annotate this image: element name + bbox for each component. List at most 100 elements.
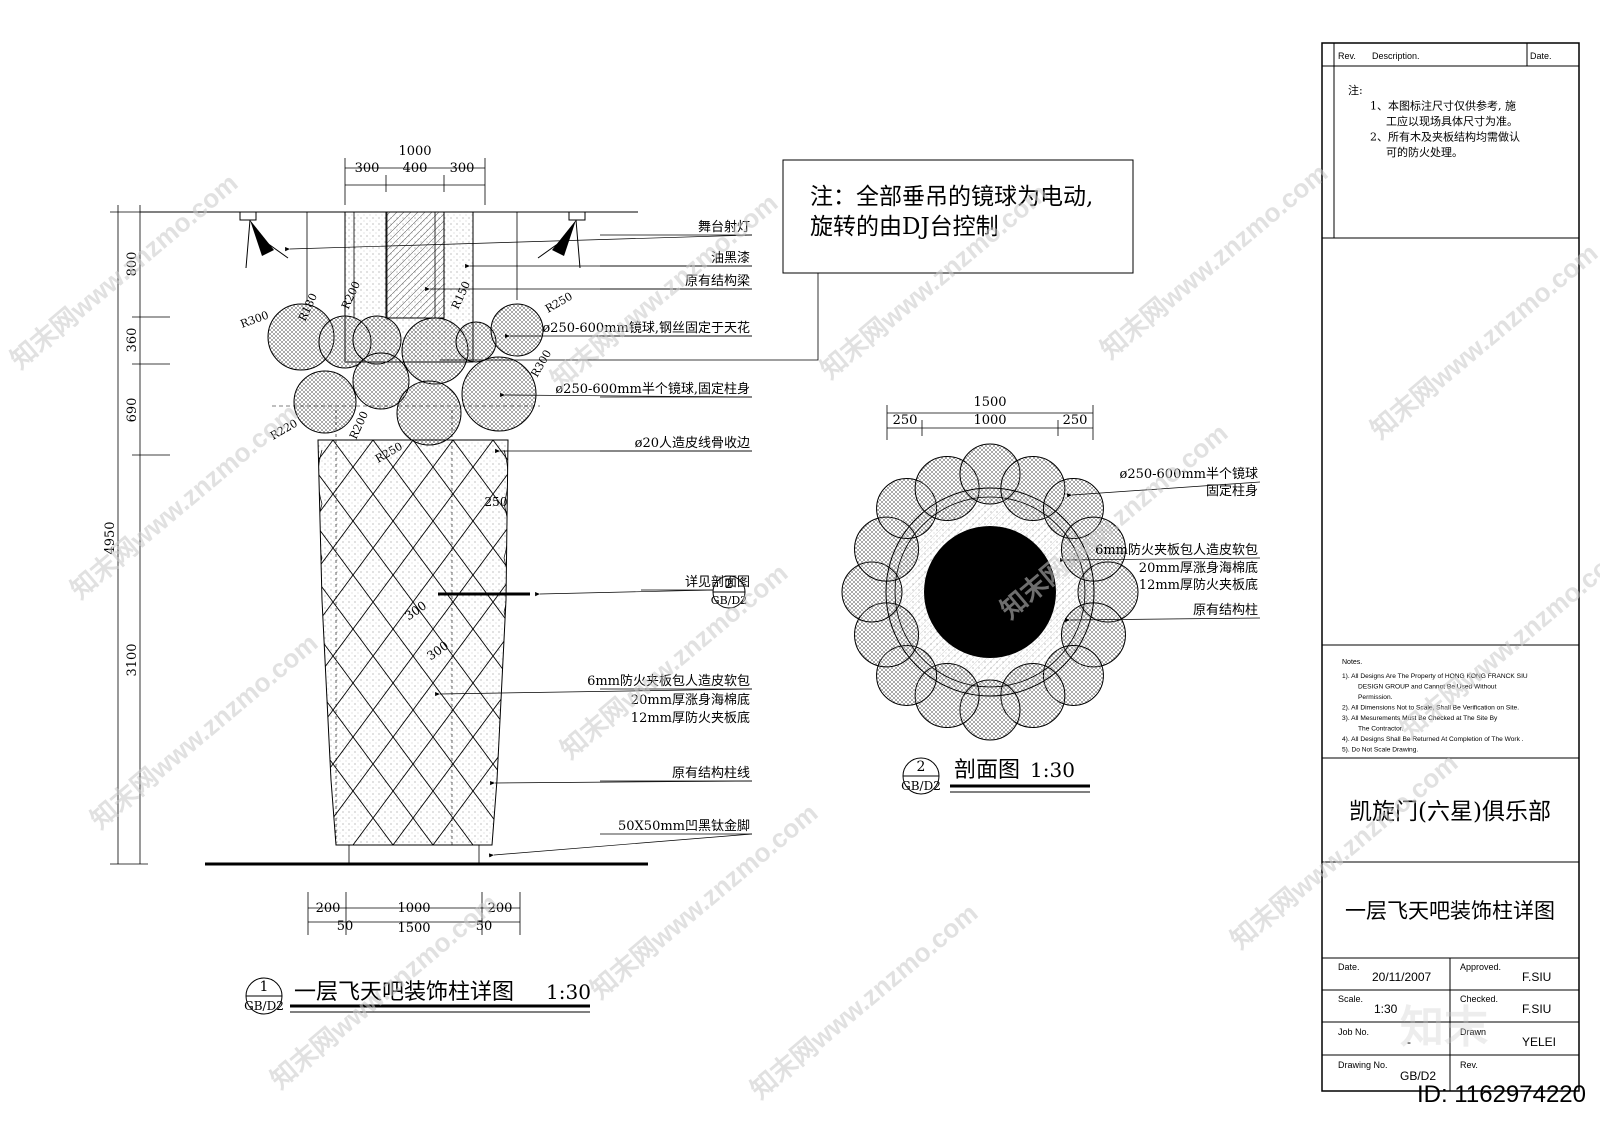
radius-label: R300 xyxy=(239,309,271,331)
elevation-title-text: 一层飞天吧装饰柱详图 xyxy=(294,980,514,1005)
rev-label: Rev. xyxy=(1460,1060,1478,1070)
section-view: 1500 250 1000 250 ø250-600mm半个镜球固定柱身6mm防… xyxy=(841,395,1261,795)
section-title-sheet: GB/D2 xyxy=(901,779,941,793)
title-block xyxy=(1321,42,1580,1092)
mirror-balls-half xyxy=(293,352,537,446)
elevation-title-sheet: GB/D2 xyxy=(244,999,284,1013)
notes-title: Notes. xyxy=(1342,659,1362,666)
column-body xyxy=(317,439,509,846)
scale-label: Scale. xyxy=(1338,994,1363,1004)
note-cn-line: 可的防火处理。 xyxy=(1386,145,1463,159)
detail-ref-num: 2 xyxy=(725,577,733,591)
stage-spotlight-right xyxy=(537,211,586,269)
dim-left-3: 690 xyxy=(125,398,140,423)
hanging-wires xyxy=(306,212,518,325)
dim-top-left: 300 xyxy=(355,161,380,176)
project-name: 凯旋门(六星)俱乐部 xyxy=(1349,799,1551,825)
structural-column-core xyxy=(924,526,1056,658)
elevation-callout: ø250-600mm半个镜球,固定柱身 xyxy=(555,381,750,397)
watermark-text: 知末网www.znzmo.com xyxy=(555,557,794,764)
elevation-callout: 20mm厚涨身海棉底 xyxy=(631,692,750,708)
note-en-line: 5). Do Not Scale Drawing. xyxy=(1342,747,1418,754)
note-en-line: DESIGN GROUP and Cannot Be Used Without xyxy=(1358,684,1497,691)
watermark-logo: 知末 xyxy=(1400,1003,1488,1052)
base-foot xyxy=(348,844,480,865)
elevation-callout: 6mm防火夹板包人造皮软包 xyxy=(587,673,750,689)
dim-top-total: 1000 xyxy=(398,144,431,159)
elevation-callout: 原有结构梁 xyxy=(685,274,750,289)
section-dim-total: 1500 xyxy=(973,395,1006,410)
section-title-scale: 1:30 xyxy=(1030,758,1075,782)
watermark-text: 知末网www.znzmo.com xyxy=(1395,537,1600,744)
detail-reference: 2 GB/D2 xyxy=(711,575,747,609)
section-callouts: ø250-600mm半个镜球固定柱身6mm防火夹板包人造皮软包20mm厚涨身海棉… xyxy=(1060,467,1261,623)
dim-top-right: 300 xyxy=(450,161,475,176)
elevation-callout: 舞台射灯 xyxy=(698,219,750,235)
note-cn-line: 2、所有木及夹板结构均需做认 xyxy=(1370,130,1520,144)
bottom-dimensions xyxy=(307,892,521,935)
dim-left-4: 3100 xyxy=(125,643,140,676)
title-block-text: Rev. Description. Date. 注:1、本图标注尺寸仅供参考, … xyxy=(1338,51,1556,1083)
note-en-line: The Contractor. xyxy=(1358,726,1404,733)
elevation-title: 1 GB/D2 一层飞天吧装饰柱详图 1:30 xyxy=(244,977,591,1015)
watermark-text: 知末网www.znzmo.com xyxy=(85,627,324,834)
elevation-callout: 50X50mm凹黑钛金脚 xyxy=(618,818,750,834)
note-cn-line: 工应以现场具体尺寸为准。 xyxy=(1386,114,1518,128)
note-line-1: 注：全部垂吊的镜球为电动, xyxy=(810,184,1093,210)
beam-core xyxy=(385,211,445,319)
elevation-callout: ø20人造皮线骨收边 xyxy=(635,436,750,451)
elevation-callout: 原有结构柱线 xyxy=(672,766,750,781)
date-header: Date. xyxy=(1530,51,1552,61)
detail-ref-sheet: GB/D2 xyxy=(711,594,747,607)
dim-bottom-b: 1000 xyxy=(397,901,430,916)
watermark-text: 知末网www.znzmo.com xyxy=(1365,237,1600,444)
section-title: 2 GB/D2 剖面图 1:30 xyxy=(901,757,1090,795)
note-cn-line: 1、本图标注尺寸仅供参考, 施 xyxy=(1370,99,1516,113)
left-dimensions xyxy=(110,205,170,865)
dim-bottom-e: 1500 xyxy=(397,921,430,936)
dim-diamond-width: 250 xyxy=(485,495,508,509)
dim-left-total: 4950 xyxy=(103,521,118,554)
checked-label: Checked. xyxy=(1460,994,1498,1004)
watermark-text: 知末网www.znzmo.com xyxy=(1225,747,1464,954)
drawn-label: Drawn xyxy=(1460,1027,1486,1037)
section-dim-left: 250 xyxy=(893,413,918,428)
radius-label: R250 xyxy=(543,290,575,316)
date-label: Date. xyxy=(1338,962,1360,972)
watermark-text: 知末网www.znzmo.com xyxy=(65,397,304,604)
dim-bottom-d: 50 xyxy=(337,919,354,934)
dim-left-1: 800 xyxy=(125,252,140,277)
english-notes: 1). All Designs Are The Property of HONG… xyxy=(1342,673,1528,754)
note-en-line: 1). All Designs Are The Property of HONG… xyxy=(1342,673,1528,680)
mirror-balls-hanging xyxy=(267,303,544,385)
section-title-num: 2 xyxy=(917,759,926,775)
section-callout: 原有结构柱 xyxy=(1193,603,1258,618)
note-cn-line: 注: xyxy=(1348,83,1363,97)
dim-left-2: 360 xyxy=(125,328,140,353)
section-dim-mid: 1000 xyxy=(973,413,1006,428)
electric-mirror-ball-note: 注：全部垂吊的镜球为电动, 旋转的由DJ台控制 xyxy=(440,159,1134,361)
approved-value: F.SIU xyxy=(1522,970,1551,984)
note-en-line: 2). All Dimensions Not to Scale, Shall B… xyxy=(1342,705,1519,712)
approved-label: Approved. xyxy=(1460,962,1501,972)
watermark-layer: 知末网www.znzmo.com知末网www.znzmo.com知末网www.z… xyxy=(5,157,1600,1104)
dim-bottom-f: 50 xyxy=(476,919,493,934)
dim-top-mid: 400 xyxy=(403,161,428,176)
top-dimensions xyxy=(344,158,486,205)
dim-bottom-a: 200 xyxy=(316,901,341,916)
section-callout: 12mm厚防火夹板底 xyxy=(1139,577,1258,593)
watermark-text: 知末网www.znzmo.com xyxy=(745,897,984,1104)
scale-value: 1:30 xyxy=(1374,1002,1398,1016)
stage-spotlight-left xyxy=(239,211,289,269)
section-title-text: 剖面图 xyxy=(954,758,1020,783)
elevation-callout: 油黑漆 xyxy=(711,250,750,266)
elevation-callout: 详见剖面图 xyxy=(685,575,750,590)
checked-value: F.SIU xyxy=(1522,1002,1551,1016)
note-en-line: Permission. xyxy=(1358,694,1393,701)
watermark-text: 知末网www.znzmo.com xyxy=(545,187,784,394)
watermark-text: 知末网www.znzmo.com xyxy=(5,167,244,374)
watermark-id: ID: 1162974220 xyxy=(1417,1081,1586,1108)
job-label: Job No. xyxy=(1338,1027,1369,1037)
